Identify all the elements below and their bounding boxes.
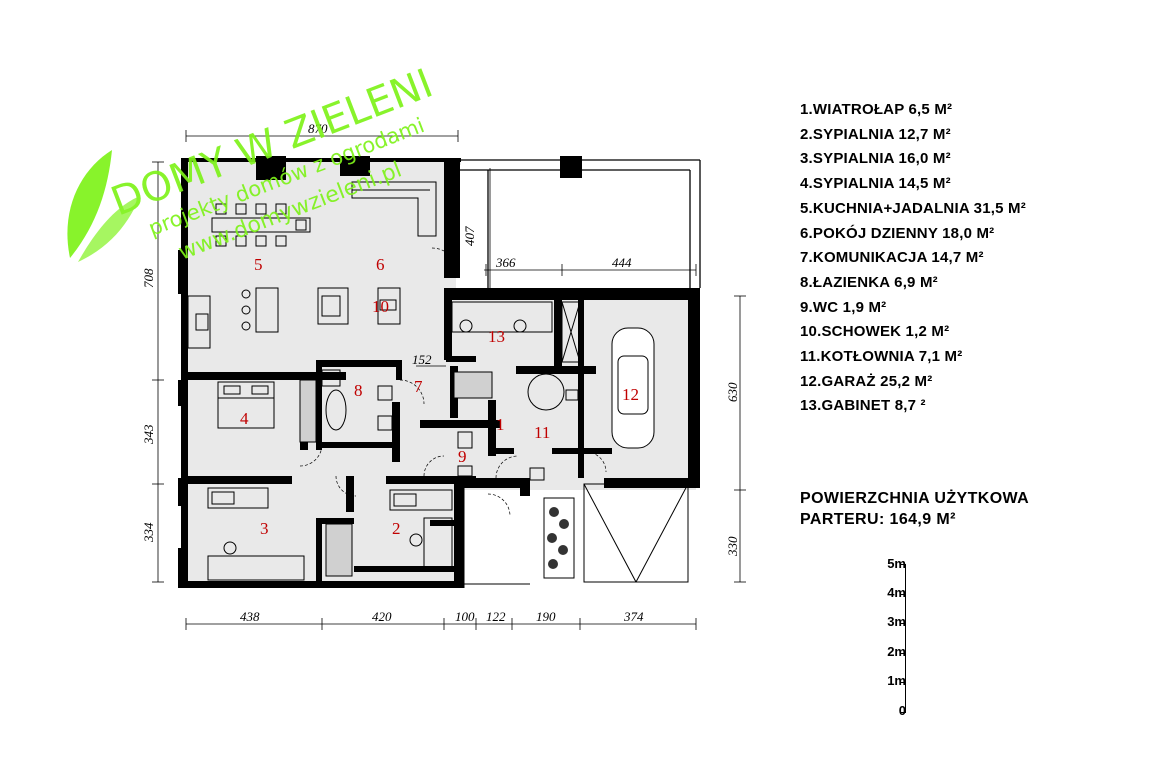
scale-label-0: 0: [898, 703, 906, 718]
legend-item: 2.SYPIALNIA 12,7 M²: [800, 125, 951, 143]
scale-tick: [900, 682, 905, 683]
area-summary-line-2: PARTERU: 164,9 M²: [800, 511, 956, 528]
dim-top-width: 870: [308, 121, 328, 136]
room-legend: 1.WIATROŁAP 6,5 M² 2.SYPIALNIA 12,7 M² 3…: [800, 98, 1026, 419]
scale-label-2m: 2m: [887, 644, 906, 659]
dim-left-middle: 343: [141, 424, 156, 445]
exterior-walls: [178, 156, 700, 588]
room-number-8: 8: [354, 381, 363, 400]
room-number-13: 13: [488, 327, 505, 346]
legend-item: 5.KUCHNIA+JADALNIA 31,5 M²: [800, 199, 1026, 217]
dim-corridor-width: 152: [412, 352, 432, 367]
scale-tick: [900, 594, 905, 595]
legend-item: 11.KOTŁOWNIA 7,1 M²: [800, 348, 963, 366]
dim-bottom-2: 420: [372, 609, 392, 624]
dim-bottom-4: 122: [486, 609, 506, 624]
legend-item: 1.WIATROŁAP 6,5 M²: [800, 101, 953, 118]
room-number-11: 11: [534, 423, 550, 442]
room-number-3: 3: [260, 519, 269, 538]
room-number-4: 4: [240, 409, 249, 428]
legend-item: 13.GABINET 8,7 ²: [800, 397, 926, 415]
legend-item: 7.KOMUNIKACJA 14,7 M²: [800, 249, 984, 267]
terrace-outline: [460, 159, 701, 288]
legend-item: 8.ŁAZIENKA 6,9 M²: [800, 273, 938, 291]
scale-label-5m: 5m: [887, 556, 906, 571]
room-number-9: 9: [458, 447, 467, 466]
legend-item: 9.WC 1,9 M²: [800, 298, 887, 316]
legend-item: 3.SYPIALNIA 16,0 M²: [800, 150, 951, 168]
area-summary: POWIERZCHNIA UŻYTKOWA PARTERU: 164,9 M²: [800, 488, 1029, 530]
door-swings: [299, 247, 607, 517]
dimension-labels: 870 407 366 444 708 343 334 630 330 152 …: [141, 121, 740, 624]
legend-item: 4.SYPIALNIA 14,5 M²: [800, 175, 951, 193]
room-number-1: 1: [496, 415, 505, 434]
legend-item: 12.GARAŻ 25,2 M²: [800, 372, 933, 390]
scale-bar: 5m 4m 3m 2m 1m 0: [838, 556, 918, 726]
scale-label-1m: 1m: [887, 673, 906, 688]
dim-bottom-1: 438: [240, 609, 260, 624]
room-numbers: 1 2 3 4 5 6 7 8 9 10 11 12 13: [240, 255, 639, 538]
scale-tick: [900, 712, 905, 713]
planter-plants: [547, 507, 569, 569]
dining-chairs: [215, 203, 307, 247]
scale-tick: [900, 623, 905, 624]
room-number-2: 2: [392, 519, 401, 538]
leaf-logo-icon: [67, 150, 140, 262]
scale-tick: [900, 564, 905, 565]
dim-bottom-3: 100: [455, 609, 475, 624]
scale-label-4m: 4m: [887, 585, 906, 600]
scale-axis: [905, 564, 906, 713]
area-summary-line-1: POWIERZCHNIA UŻYTKOWA: [800, 490, 1030, 507]
room-number-10: 10: [372, 297, 389, 316]
room-number-7: 7: [414, 377, 423, 396]
legend-item: 10.SCHOWEK 1,2 M²: [800, 323, 950, 341]
room-number-6: 6: [376, 255, 385, 274]
dim-top-left-segment: 366: [495, 255, 516, 270]
dimension-lines: [152, 130, 746, 630]
dim-terrace-depth: 407: [462, 226, 477, 246]
interior-walls: [186, 300, 612, 584]
dim-bottom-6: 374: [623, 609, 644, 624]
dim-top-right-segment: 444: [612, 255, 632, 270]
dim-left-upper: 708: [141, 268, 156, 288]
legend-item: 6.POKÓJ DZIENNY 18,0 M²: [800, 224, 995, 242]
dim-bottom-5: 190: [536, 609, 556, 624]
dim-right-lower: 330: [725, 536, 740, 557]
room-number-5: 5: [254, 255, 263, 274]
dim-right-upper: 630: [725, 382, 740, 402]
room-number-12: 12: [622, 385, 639, 404]
floor-plan-drawing: 870 407 366 444 708 343 334 630 330 152 …: [67, 61, 746, 630]
scale-label-3m: 3m: [887, 614, 906, 629]
scale-tick: [900, 653, 905, 654]
dim-left-lower: 334: [141, 522, 156, 543]
